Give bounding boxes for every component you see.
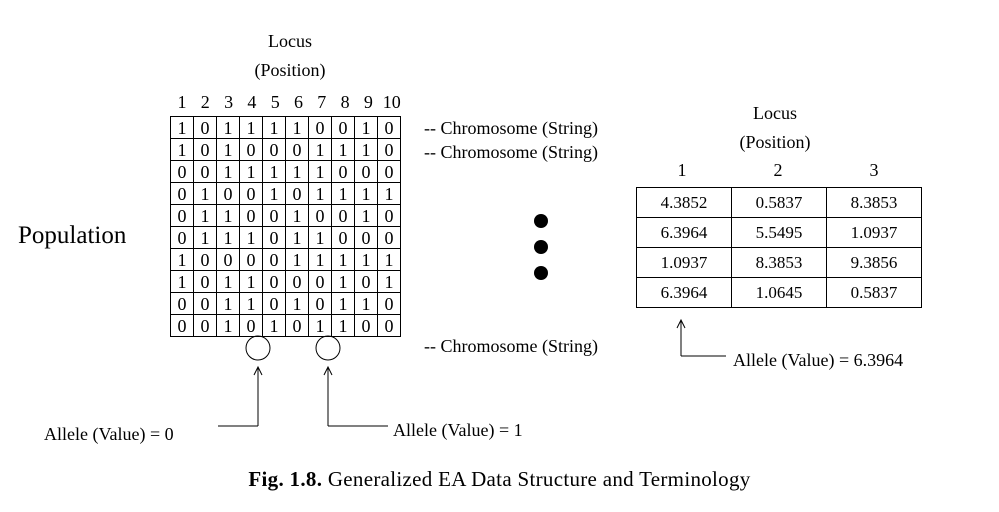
- position-label-left: (Position): [254, 60, 326, 80]
- binary-column-header: 6: [294, 92, 303, 112]
- allele-cell: 0: [285, 314, 309, 337]
- allele-label-real: Allele (Value) = 6.3964: [733, 350, 904, 370]
- real-allele-cell: 6.3964: [636, 277, 732, 308]
- binary-column-header: 1: [177, 92, 187, 112]
- population-label: Population: [18, 222, 127, 249]
- binary-column-header: 8: [340, 92, 350, 112]
- figure-caption: Fig. 1.8. Generalized EA Data Structure …: [0, 467, 999, 492]
- chromosome-label-row-10: -- Chromosome (String): [424, 336, 598, 356]
- binary-column-header: 4: [247, 92, 257, 112]
- locus-label-right: Locus: [753, 103, 797, 123]
- binary-column-header: 10: [382, 92, 401, 112]
- allele-label-1: Allele (Value) = 1: [393, 420, 523, 440]
- allele-cell: 1: [377, 248, 401, 271]
- real-allele-cell: 4.3852: [636, 187, 732, 218]
- allele-1-circle: [315, 335, 341, 361]
- chromosome-label-row-1: -- Chromosome (String): [424, 118, 598, 138]
- real-allele-cell: 9.3856: [826, 247, 922, 278]
- allele-real-arrow-head: [676, 318, 686, 329]
- real-allele-cell: 0.5837: [826, 277, 922, 308]
- real-column-header: 2: [773, 160, 783, 180]
- ellipsis-dot-2: [534, 240, 548, 254]
- binary-column-header: 7: [317, 92, 327, 112]
- real-column-header: 1: [677, 160, 687, 180]
- allele-1-arrow-head: [323, 365, 333, 376]
- binary-column-header: 9: [363, 92, 373, 112]
- locus-label-left: Locus: [268, 31, 312, 51]
- binary-column-header: 5: [270, 92, 280, 112]
- chromosome-label-row-2: -- Chromosome (String): [424, 142, 598, 162]
- real-column-header: 3: [869, 160, 879, 180]
- real-allele-cell: 0.5837: [731, 187, 827, 218]
- binary-column-header: 3: [224, 92, 234, 112]
- binary-column-header: 2: [200, 92, 210, 112]
- real-allele-cell: 8.3853: [826, 187, 922, 218]
- allele-0-circle: [245, 335, 271, 361]
- allele-cell: 0: [377, 314, 401, 337]
- allele-0-arrow-head: [253, 365, 263, 376]
- position-label-right: (Position): [739, 132, 811, 152]
- figure-title: Generalized EA Data Structure and Termin…: [327, 467, 751, 491]
- ellipsis-dot-1: [534, 214, 548, 228]
- allele-cell: 0: [377, 160, 401, 183]
- ellipsis-dot-3: [534, 266, 548, 280]
- figure-number: Fig. 1.8.: [248, 467, 323, 491]
- allele-label-0: Allele (Value) = 0: [44, 424, 174, 444]
